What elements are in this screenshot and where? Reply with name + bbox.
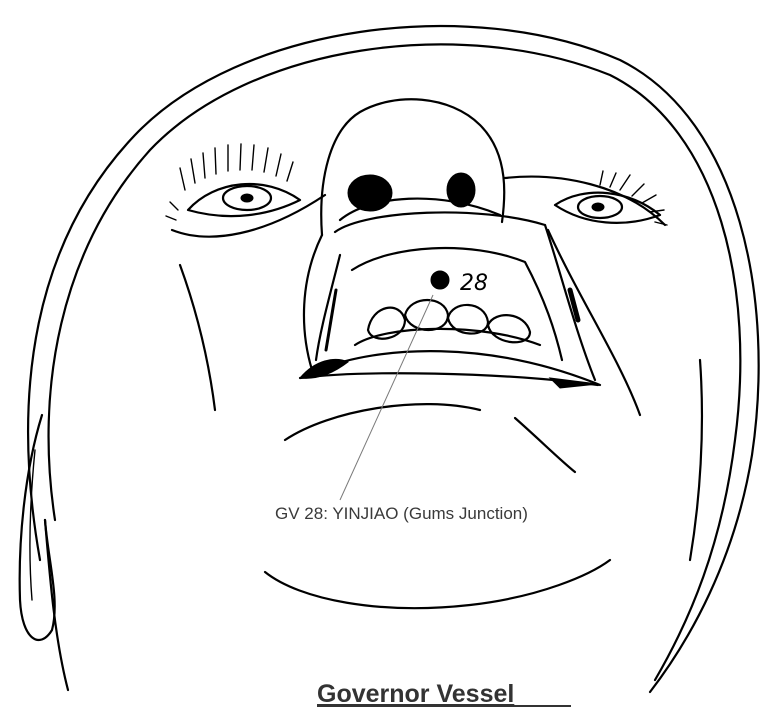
mouth xyxy=(300,212,600,388)
head-outline-outer xyxy=(28,26,759,692)
point-description-label: GV 28: YINJIAO (Gums Junction) xyxy=(275,504,528,523)
right-eye xyxy=(505,171,667,225)
figure-title: Governor Vessel xyxy=(317,680,514,708)
right-cheek-line xyxy=(690,360,702,560)
pointer-line xyxy=(340,295,433,500)
gv28-point-marker xyxy=(431,271,449,289)
left-eye xyxy=(166,144,325,237)
teeth xyxy=(355,300,540,345)
head-outline-inner xyxy=(49,44,741,680)
chin-upper xyxy=(285,404,480,440)
left-cheek-line xyxy=(180,265,215,410)
point-number-label: 28 xyxy=(460,271,488,296)
chin-lower xyxy=(265,560,610,608)
chin-right-line xyxy=(515,418,575,472)
